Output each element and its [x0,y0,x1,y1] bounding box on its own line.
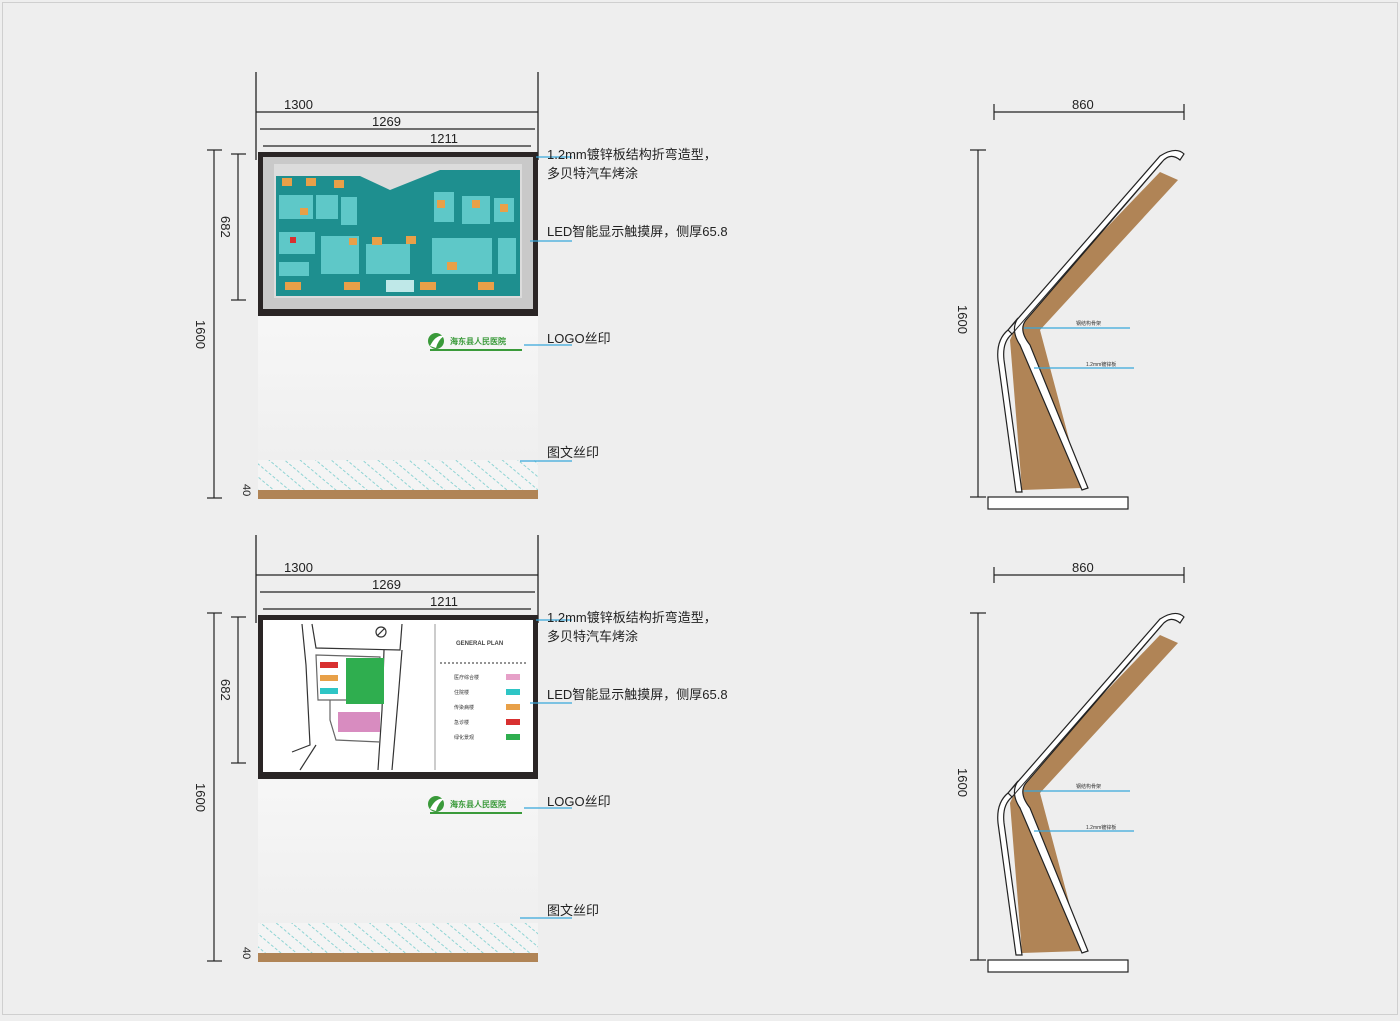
legend-item: 住院楼 [454,689,469,696]
dim-screen-width: 1211 [430,131,458,146]
dim-side-width: 860 [1072,560,1094,575]
side-profile-outline [997,612,1185,956]
front-view-2: 1300 1269 1211 1600 682 40 [193,535,728,962]
dim-overall-width: 1300 [284,560,313,575]
wood-base [258,490,538,499]
callout-logo: LOGO丝印 [547,331,611,346]
graphic-band [258,460,538,490]
legend-item: 传染病楼 [454,704,474,711]
legend-swatch [506,689,520,695]
side-profile-wood [1010,172,1178,490]
side-base-plate [987,959,1129,973]
callout-screen: LED智能显示触摸屏，侧厚65.8 [547,687,728,702]
callout-structure-line2: 多贝特汽车烤涂 [547,166,638,181]
dim-total-height: 1600 [193,783,208,812]
callout-screen: LED智能显示触摸屏，侧厚65.8 [547,224,728,239]
side-view-1: 860 1600 钢结构骨架 1.2mm镀锌板 [955,97,1185,510]
dim-screen-height: 682 [218,679,233,701]
dim-base-height: 40 [240,484,252,496]
small-building-red [320,662,338,668]
legend-item: 医疗综合楼 [454,674,479,681]
side-view-2: 860 1600 钢结构骨架 1.2mm镀锌板 [955,560,1185,973]
side-profile-outline [997,149,1185,493]
legend-item: 急诊楼 [454,719,469,726]
wood-base [258,953,538,962]
callouts-2 [520,619,572,919]
graphic-band [258,923,538,953]
dim-total-height: 1600 [193,320,208,349]
dim-side-height: 1600 [955,768,970,797]
side-base-plate [987,496,1129,510]
legend-swatch [506,719,520,725]
callouts-1 [520,156,572,462]
side-label-upper: 钢结构骨架 [1076,783,1101,790]
dim-side-width: 860 [1072,97,1094,112]
logo: 海东县人民医院 [428,333,522,351]
callout-structure-line2: 多贝特汽车烤涂 [547,629,638,644]
side-label-lower: 1.2mm镀锌板 [1086,361,1116,368]
callout-graphic: 图文丝印 [547,445,599,460]
legend-item: 绿化景观 [454,734,474,741]
dim-panel-width: 1269 [372,577,401,592]
callout-graphic: 图文丝印 [547,903,599,918]
logo-text: 海东县人民医院 [450,336,506,346]
dim-panel-width: 1269 [372,114,401,129]
small-building-orange [320,675,338,681]
legend-swatch [506,734,520,740]
dim-screen-width: 1211 [430,594,458,609]
green-building [346,658,384,704]
legend-swatch [506,674,520,680]
legend-swatch [506,704,520,710]
side-profile-wood [1010,635,1178,953]
dim-screen-height: 682 [218,216,233,238]
side-label-lower: 1.2mm镀锌板 [1086,824,1116,831]
dim-base-height: 40 [240,947,252,959]
legend-title: GENERAL PLAN [456,641,503,647]
logo-text: 海东县人民医院 [450,799,506,809]
callout-structure-line1: 1.2mm镀锌板结构折弯造型， [547,610,717,625]
floor-map [276,170,520,296]
logo: 海东县人民医院 [428,796,522,814]
site-plan [291,623,528,771]
side-label-upper: 钢结构骨架 [1076,320,1101,327]
front-view-1: 1300 1269 1211 1600 682 40 [193,72,728,499]
dim-overall-width: 1300 [284,97,313,112]
plan-legend: GENERAL PLAN 医疗综合楼 住院楼 传染病楼 急诊楼 绿化景观 [454,641,520,741]
callout-structure-line1: 1.2mm镀锌板结构折弯造型， [547,147,717,162]
small-building-teal [320,688,338,694]
pink-building [338,712,380,732]
callout-logo: LOGO丝印 [547,794,611,809]
dim-side-height: 1600 [955,305,970,334]
